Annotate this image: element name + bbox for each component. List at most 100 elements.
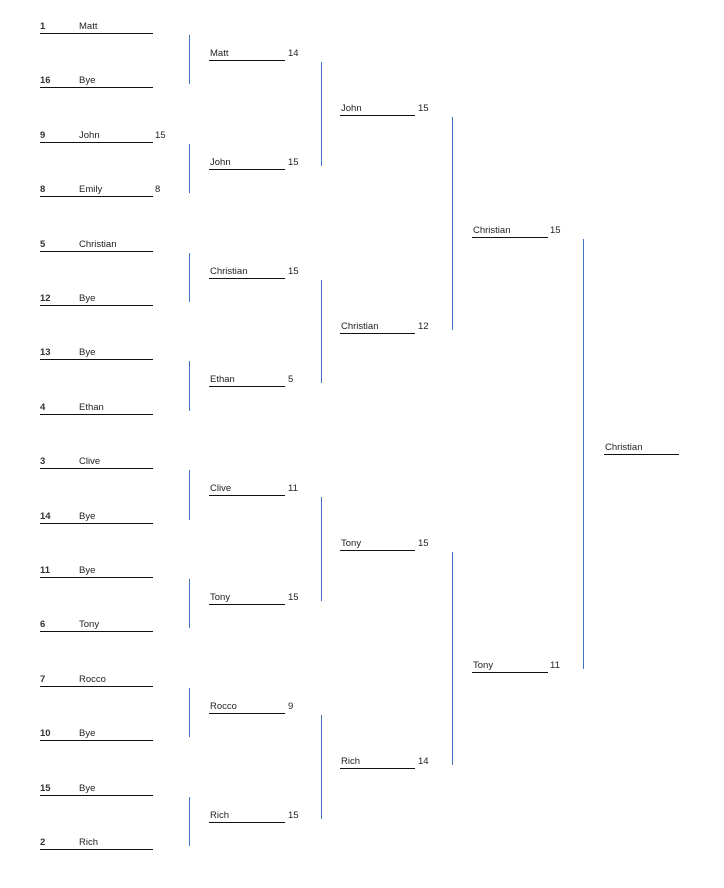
player-name: Tony xyxy=(473,660,494,671)
bracket-connector-line xyxy=(321,714,322,819)
player-score: 15 xyxy=(418,103,429,114)
player-name: Rich xyxy=(79,837,99,848)
bracket-slot-round-2[interactable]: Christian 15 xyxy=(209,265,299,279)
bracket-connector-line xyxy=(189,579,190,629)
bracket-slot-round-2[interactable]: John 15 xyxy=(209,156,299,170)
seed-number: 9 xyxy=(40,129,46,141)
bracket-connector-line xyxy=(452,117,453,330)
player-name: Christian xyxy=(605,442,643,453)
bracket-slot-round-1[interactable]: 16 Bye xyxy=(40,75,153,89)
seed-number: 3 xyxy=(40,456,46,468)
player-name: Bye xyxy=(79,782,96,794)
seed-number: 12 xyxy=(40,293,51,304)
player-name: Christian xyxy=(341,320,379,332)
player-score: 15 xyxy=(288,156,299,168)
seed-number: 2 xyxy=(40,837,46,848)
player-name: Clive xyxy=(79,456,101,468)
bracket-slot-round-1[interactable]: 3 Clive xyxy=(40,456,153,470)
bracket-connector-line xyxy=(452,552,453,765)
seed-number: 15 xyxy=(40,782,51,794)
bracket-slot-round-1[interactable]: 9 John 15 xyxy=(40,129,166,143)
player-score: 15 xyxy=(288,809,299,821)
bracket-slot-round-1[interactable]: 4 Ethan xyxy=(40,402,153,415)
player-score: 11 xyxy=(550,660,560,671)
player-name: Bye xyxy=(79,728,96,740)
bracket-slot-round-2[interactable]: Rocco 9 xyxy=(209,700,293,714)
bracket-slot-round-1[interactable]: 12 Bye xyxy=(40,293,153,306)
player-name: John xyxy=(79,129,100,141)
player-score: 15 xyxy=(155,129,166,141)
player-name: Christian xyxy=(210,265,248,277)
player-name: Rocco xyxy=(79,673,106,685)
bracket-connector-line xyxy=(189,796,190,846)
bracket-slot-round-2[interactable]: Matt 14 xyxy=(209,48,299,61)
bracket-slot-round-1[interactable]: 2 Rich xyxy=(40,837,153,850)
bracket-slot-round-3[interactable]: Rich 14 xyxy=(340,755,429,769)
player-name: Tony xyxy=(341,538,362,549)
seed-number: 1 xyxy=(40,21,46,32)
player-score: 15 xyxy=(288,265,299,277)
bracket-slot-round-3[interactable]: John 15 xyxy=(340,103,429,116)
player-name: Rich xyxy=(210,809,230,821)
player-score: 9 xyxy=(288,700,294,712)
seed-number: 4 xyxy=(40,401,46,413)
player-name: John xyxy=(341,103,362,114)
bracket-slot-round-2[interactable]: Tony 15 xyxy=(209,592,299,605)
bracket-connector-line xyxy=(189,361,190,411)
player-name: Bye xyxy=(79,75,96,87)
player-name: Matt xyxy=(79,21,98,32)
bracket-slot-round-1[interactable]: 8 Emily 8 xyxy=(40,184,160,198)
player-score: 11 xyxy=(288,483,298,495)
seed-number: 8 xyxy=(40,184,46,196)
bracket-slot-round-3[interactable]: Christian 12 xyxy=(340,320,429,334)
player-name: Bye xyxy=(79,347,96,359)
seed-number: 6 xyxy=(40,619,46,631)
bracket-slot-round-1[interactable]: 13 Bye xyxy=(40,347,153,361)
bracket-slot-round-2[interactable]: Rich 15 xyxy=(209,809,299,823)
bracket-slot-round-1[interactable]: 15 Bye xyxy=(40,783,153,796)
player-name: Emily xyxy=(79,184,103,196)
player-name: John xyxy=(210,156,231,168)
player-score: 14 xyxy=(418,755,429,767)
bracket-connector-line xyxy=(321,279,322,384)
player-score: 15 xyxy=(288,592,299,603)
seed-number: 14 xyxy=(40,510,51,522)
bracket-slot-round-1[interactable]: 6 Tony xyxy=(40,619,153,633)
player-score: 14 xyxy=(288,48,299,59)
player-name: Tony xyxy=(210,592,231,603)
player-name: Matt xyxy=(210,48,229,59)
seed-number: 5 xyxy=(40,238,46,250)
player-score: 12 xyxy=(418,320,429,332)
bracket-connector-line xyxy=(321,497,322,601)
player-name: Christian xyxy=(473,225,511,236)
bracket-connector-line xyxy=(189,35,190,85)
bracket-slot-round-4[interactable]: Tony 11 xyxy=(472,660,560,673)
player-name: Ethan xyxy=(210,374,235,386)
bracket-slot-round-2[interactable]: Clive 11 xyxy=(209,483,298,497)
bracket-slot-round-2[interactable]: Ethan 5 xyxy=(209,374,293,388)
bracket-connector-line xyxy=(189,687,190,738)
bracket-slot-round-1[interactable]: 1 Matt xyxy=(40,21,153,34)
player-name: Bye xyxy=(79,293,96,304)
player-score: 5 xyxy=(288,374,294,386)
player-name: Clive xyxy=(210,483,232,495)
player-name: Tony xyxy=(79,619,100,631)
seed-number: 13 xyxy=(40,347,51,359)
player-name: Bye xyxy=(79,565,96,576)
player-name: Rocco xyxy=(210,700,237,712)
player-name: Ethan xyxy=(79,401,104,413)
bracket-connector-line xyxy=(189,470,190,520)
player-name: Rich xyxy=(341,755,361,767)
bracket-slot-round-5[interactable]: Christian xyxy=(604,442,679,455)
seed-number: 16 xyxy=(40,75,51,87)
player-score: 8 xyxy=(155,184,161,196)
bracket-connector-line xyxy=(321,62,322,166)
bracket-connector-line xyxy=(189,143,190,194)
